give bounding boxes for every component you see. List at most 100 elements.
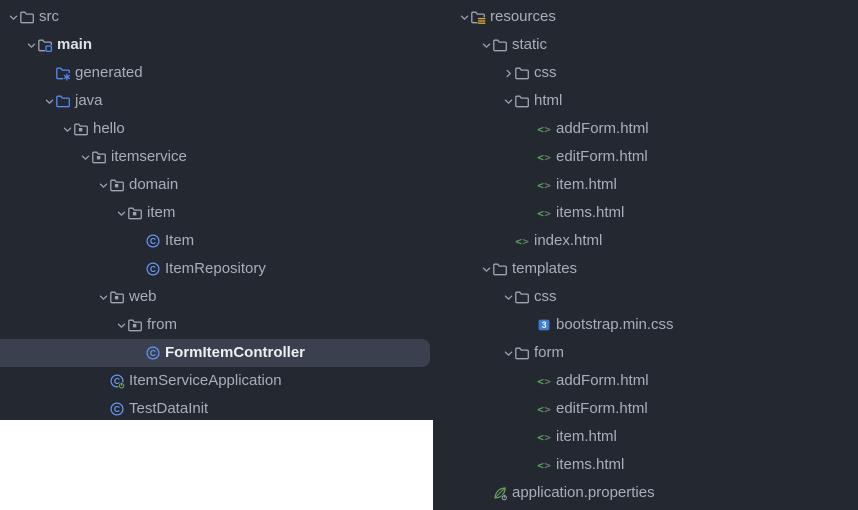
tree-item-label: hello [93, 120, 125, 137]
tree-row-src[interactable]: src [0, 3, 433, 31]
chevron-down-icon[interactable] [43, 93, 55, 109]
svg-text:<: < [537, 123, 544, 136]
tree-row-formitemcontroller[interactable]: C FormItemController [0, 339, 430, 367]
package-icon [91, 149, 107, 165]
tree-item-label: html [534, 92, 563, 109]
folder-icon [19, 9, 35, 25]
tree-row-domain[interactable]: domain [0, 171, 433, 199]
chevron-down-icon[interactable] [115, 205, 127, 221]
tree-row-index-html[interactable]: <> index.html [433, 227, 858, 255]
tree-item-label: bootstrap.min.css [556, 316, 674, 333]
class-icon: C [109, 401, 125, 417]
chevron-down-icon[interactable] [115, 317, 127, 333]
tree-item-label: css [534, 64, 557, 81]
tree-item-label: main [57, 36, 93, 53]
tree-row-item[interactable]: C Item [0, 227, 433, 255]
tree-item-label: addForm.html [556, 120, 649, 137]
resources-root-folder-icon [470, 9, 486, 25]
package-icon [127, 317, 143, 333]
chevron-down-icon[interactable] [97, 289, 109, 305]
tree-row-from[interactable]: from [0, 311, 433, 339]
tree-row-item[interactable]: item [0, 199, 433, 227]
tree-row-addform-html[interactable]: <> addForm.html [433, 367, 858, 395]
tree-row-itemrepository[interactable]: C ItemRepository [0, 255, 433, 283]
folder-icon [514, 345, 530, 361]
html-file-icon: <> [536, 401, 552, 417]
tree-row-generated[interactable]: generated [0, 59, 433, 87]
html-file-icon: <> [536, 177, 552, 193]
svg-text:>: > [544, 179, 551, 192]
tree-row-application-properties[interactable]: application.properties [433, 479, 858, 507]
tree-item-label: generated [75, 64, 143, 81]
tree-row-web[interactable]: web [0, 283, 433, 311]
right-tree: resources static css html <> addForm.htm… [433, 0, 858, 507]
package-icon [73, 121, 89, 137]
svg-text:>: > [544, 123, 551, 136]
tree-item-label: web [129, 288, 157, 305]
html-file-icon: <> [514, 233, 530, 249]
tree-row-testdatainit[interactable]: C TestDataInit [0, 395, 433, 420]
svg-text:<: < [515, 235, 522, 248]
chevron-spacer [133, 345, 145, 361]
css-file-icon: 3 [536, 317, 552, 333]
chevron-spacer [524, 429, 536, 445]
tree-row-resources[interactable]: resources [433, 3, 858, 31]
tree-item-label: Item [165, 232, 195, 249]
chevron-spacer [480, 485, 492, 501]
tree-item-label: from [147, 316, 177, 333]
chevron-right-icon[interactable] [502, 65, 514, 81]
chevron-down-icon[interactable] [7, 9, 19, 25]
tree-item-label: item.html [556, 176, 617, 193]
tree-row-static[interactable]: static [433, 31, 858, 59]
tree-row-css[interactable]: css [433, 59, 858, 87]
tree-row-item-html[interactable]: <> item.html [433, 171, 858, 199]
tree-row-addform-html[interactable]: <> addForm.html [433, 115, 858, 143]
tree-item-label: item [147, 204, 176, 221]
tree-row-itemserviceapplication[interactable]: C ItemServiceApplication [0, 367, 433, 395]
tree-row-bootstrap-min-css[interactable]: 3 bootstrap.min.css [433, 311, 858, 339]
tree-item-label: form [534, 344, 564, 361]
svg-text:C: C [150, 348, 156, 358]
tree-item-label: editForm.html [556, 400, 648, 417]
chevron-spacer [524, 457, 536, 473]
tree-row-html[interactable]: html [433, 87, 858, 115]
tree-row-items-html[interactable]: <> items.html [433, 451, 858, 479]
class-icon: C [145, 261, 161, 277]
class-icon: C [145, 233, 161, 249]
chevron-down-icon[interactable] [79, 149, 91, 165]
svg-text:C: C [114, 404, 120, 414]
tree-row-css[interactable]: css [433, 283, 858, 311]
project-tree-panel-right: resources static css html <> addForm.htm… [433, 0, 858, 510]
chevron-down-icon[interactable] [458, 9, 470, 25]
chevron-down-icon[interactable] [480, 37, 492, 53]
html-file-icon: <> [536, 205, 552, 221]
tree-row-item-html[interactable]: <> item.html [433, 423, 858, 451]
generated-sources-folder-icon [55, 65, 71, 81]
chevron-down-icon[interactable] [25, 37, 37, 53]
chevron-down-icon[interactable] [502, 289, 514, 305]
svg-text:3: 3 [542, 320, 547, 330]
folder-icon [492, 37, 508, 53]
chevron-down-icon[interactable] [502, 93, 514, 109]
chevron-down-icon[interactable] [480, 261, 492, 277]
tree-item-label: index.html [534, 232, 603, 249]
tree-row-java[interactable]: java [0, 87, 433, 115]
tree-row-itemservice[interactable]: itemservice [0, 143, 433, 171]
svg-text:>: > [522, 235, 529, 248]
tree-row-main[interactable]: main [0, 31, 433, 59]
tree-row-templates[interactable]: templates [433, 255, 858, 283]
tree-row-editform-html[interactable]: <> editForm.html [433, 395, 858, 423]
tree-row-items-html[interactable]: <> items.html [433, 199, 858, 227]
tree-row-hello[interactable]: hello [0, 115, 433, 143]
tree-row-editform-html[interactable]: <> editForm.html [433, 143, 858, 171]
chevron-down-icon[interactable] [61, 121, 73, 137]
tree-row-form[interactable]: form [433, 339, 858, 367]
html-file-icon: <> [536, 457, 552, 473]
chevron-down-icon[interactable] [502, 345, 514, 361]
svg-text:>: > [544, 459, 551, 472]
tree-item-label: itemservice [111, 148, 187, 165]
spring-boot-class-icon: C [109, 373, 125, 389]
chevron-spacer [524, 373, 536, 389]
chevron-down-icon[interactable] [97, 177, 109, 193]
